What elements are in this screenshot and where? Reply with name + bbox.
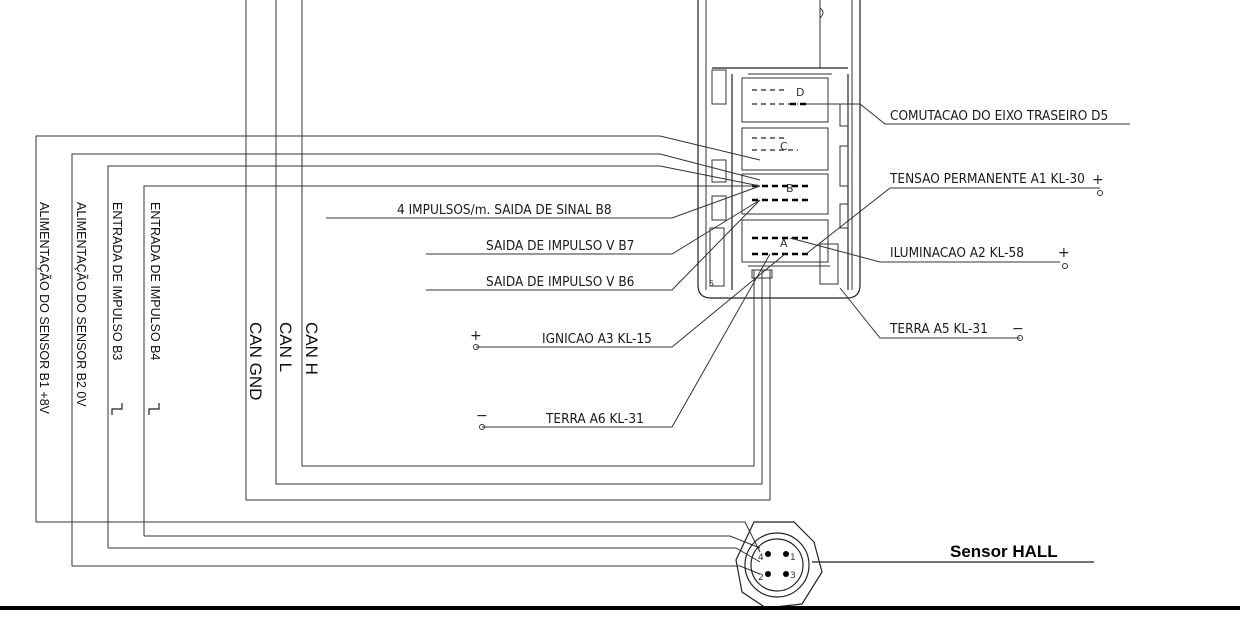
minus-sign-a5: −: [1012, 321, 1024, 337]
sensor-pin-4: 4: [758, 553, 764, 563]
sensor-pin-2: 2: [758, 573, 764, 583]
label-a5: TERRA A5 KL-31: [889, 321, 988, 337]
bottom-rule: [0, 606, 1240, 610]
label-b1: ALIMENTAÇÃO DO SENSOR B1 +8V: [37, 202, 51, 415]
label-a3: IGNICAO A3 KL-15: [542, 331, 652, 347]
label-a1: TENSAO PERMANENTE A1 KL-30: [889, 171, 1085, 187]
connector-letter-d: D: [796, 86, 804, 99]
label-d5: COMUTACAO DO EIXO TRASEIRO D5: [890, 108, 1108, 124]
tachograph-housing: [697, 0, 861, 299]
sensor-hall-connector: 1 2 3 4: [735, 521, 1094, 609]
right-leaders: [789, 103, 1130, 341]
minus-sign-a6: −: [476, 408, 488, 424]
plus-sign-a2: +: [1058, 245, 1070, 261]
label-can-l: CAN L: [276, 322, 295, 372]
label-a6: TERRA A6 KL-31: [545, 411, 644, 427]
label-b8: 4 IMPULSOS/m. SAIDA DE SINAL B8: [397, 202, 612, 218]
sensor-pin-1: 1: [790, 553, 796, 563]
label-b2: ALIMENTAÇÃO DO SENSOR B2 0V: [74, 202, 88, 407]
connector-letter-b: B: [786, 182, 794, 195]
connector-letter-c: C: [780, 140, 788, 153]
label-can-h: CAN H: [302, 322, 321, 375]
pulse-symbol-b3: [111, 403, 123, 415]
label-b4: ENTRADA DE IMPULSO B4: [148, 202, 162, 360]
left-leaders: [326, 185, 786, 430]
label-a2: ILUMINACAO A2 KL-58: [890, 245, 1024, 261]
connector-letter-a: A: [780, 237, 788, 250]
label-b3: ENTRADA DE IMPULSO B3: [110, 202, 124, 360]
plus-sign-a3: +: [470, 328, 482, 344]
sensor-pin-3: 3: [790, 571, 796, 581]
label-b6: SAIDA DE IMPULSO V B6: [486, 274, 634, 290]
sensor-wires: [35, 0, 771, 575]
pulse-symbol-b4: [148, 403, 160, 415]
connector-number: 5: [709, 279, 714, 288]
sensor-hall-title: Sensor HALL: [950, 542, 1058, 561]
label-can-gnd: CAN GND: [246, 322, 265, 400]
connector-block: D C B A 5: [709, 69, 849, 290]
pin-rows: [752, 102, 808, 256]
label-b7: SAIDA DE IMPULSO V B7: [486, 238, 634, 254]
plus-sign-a1: +: [1092, 172, 1104, 188]
